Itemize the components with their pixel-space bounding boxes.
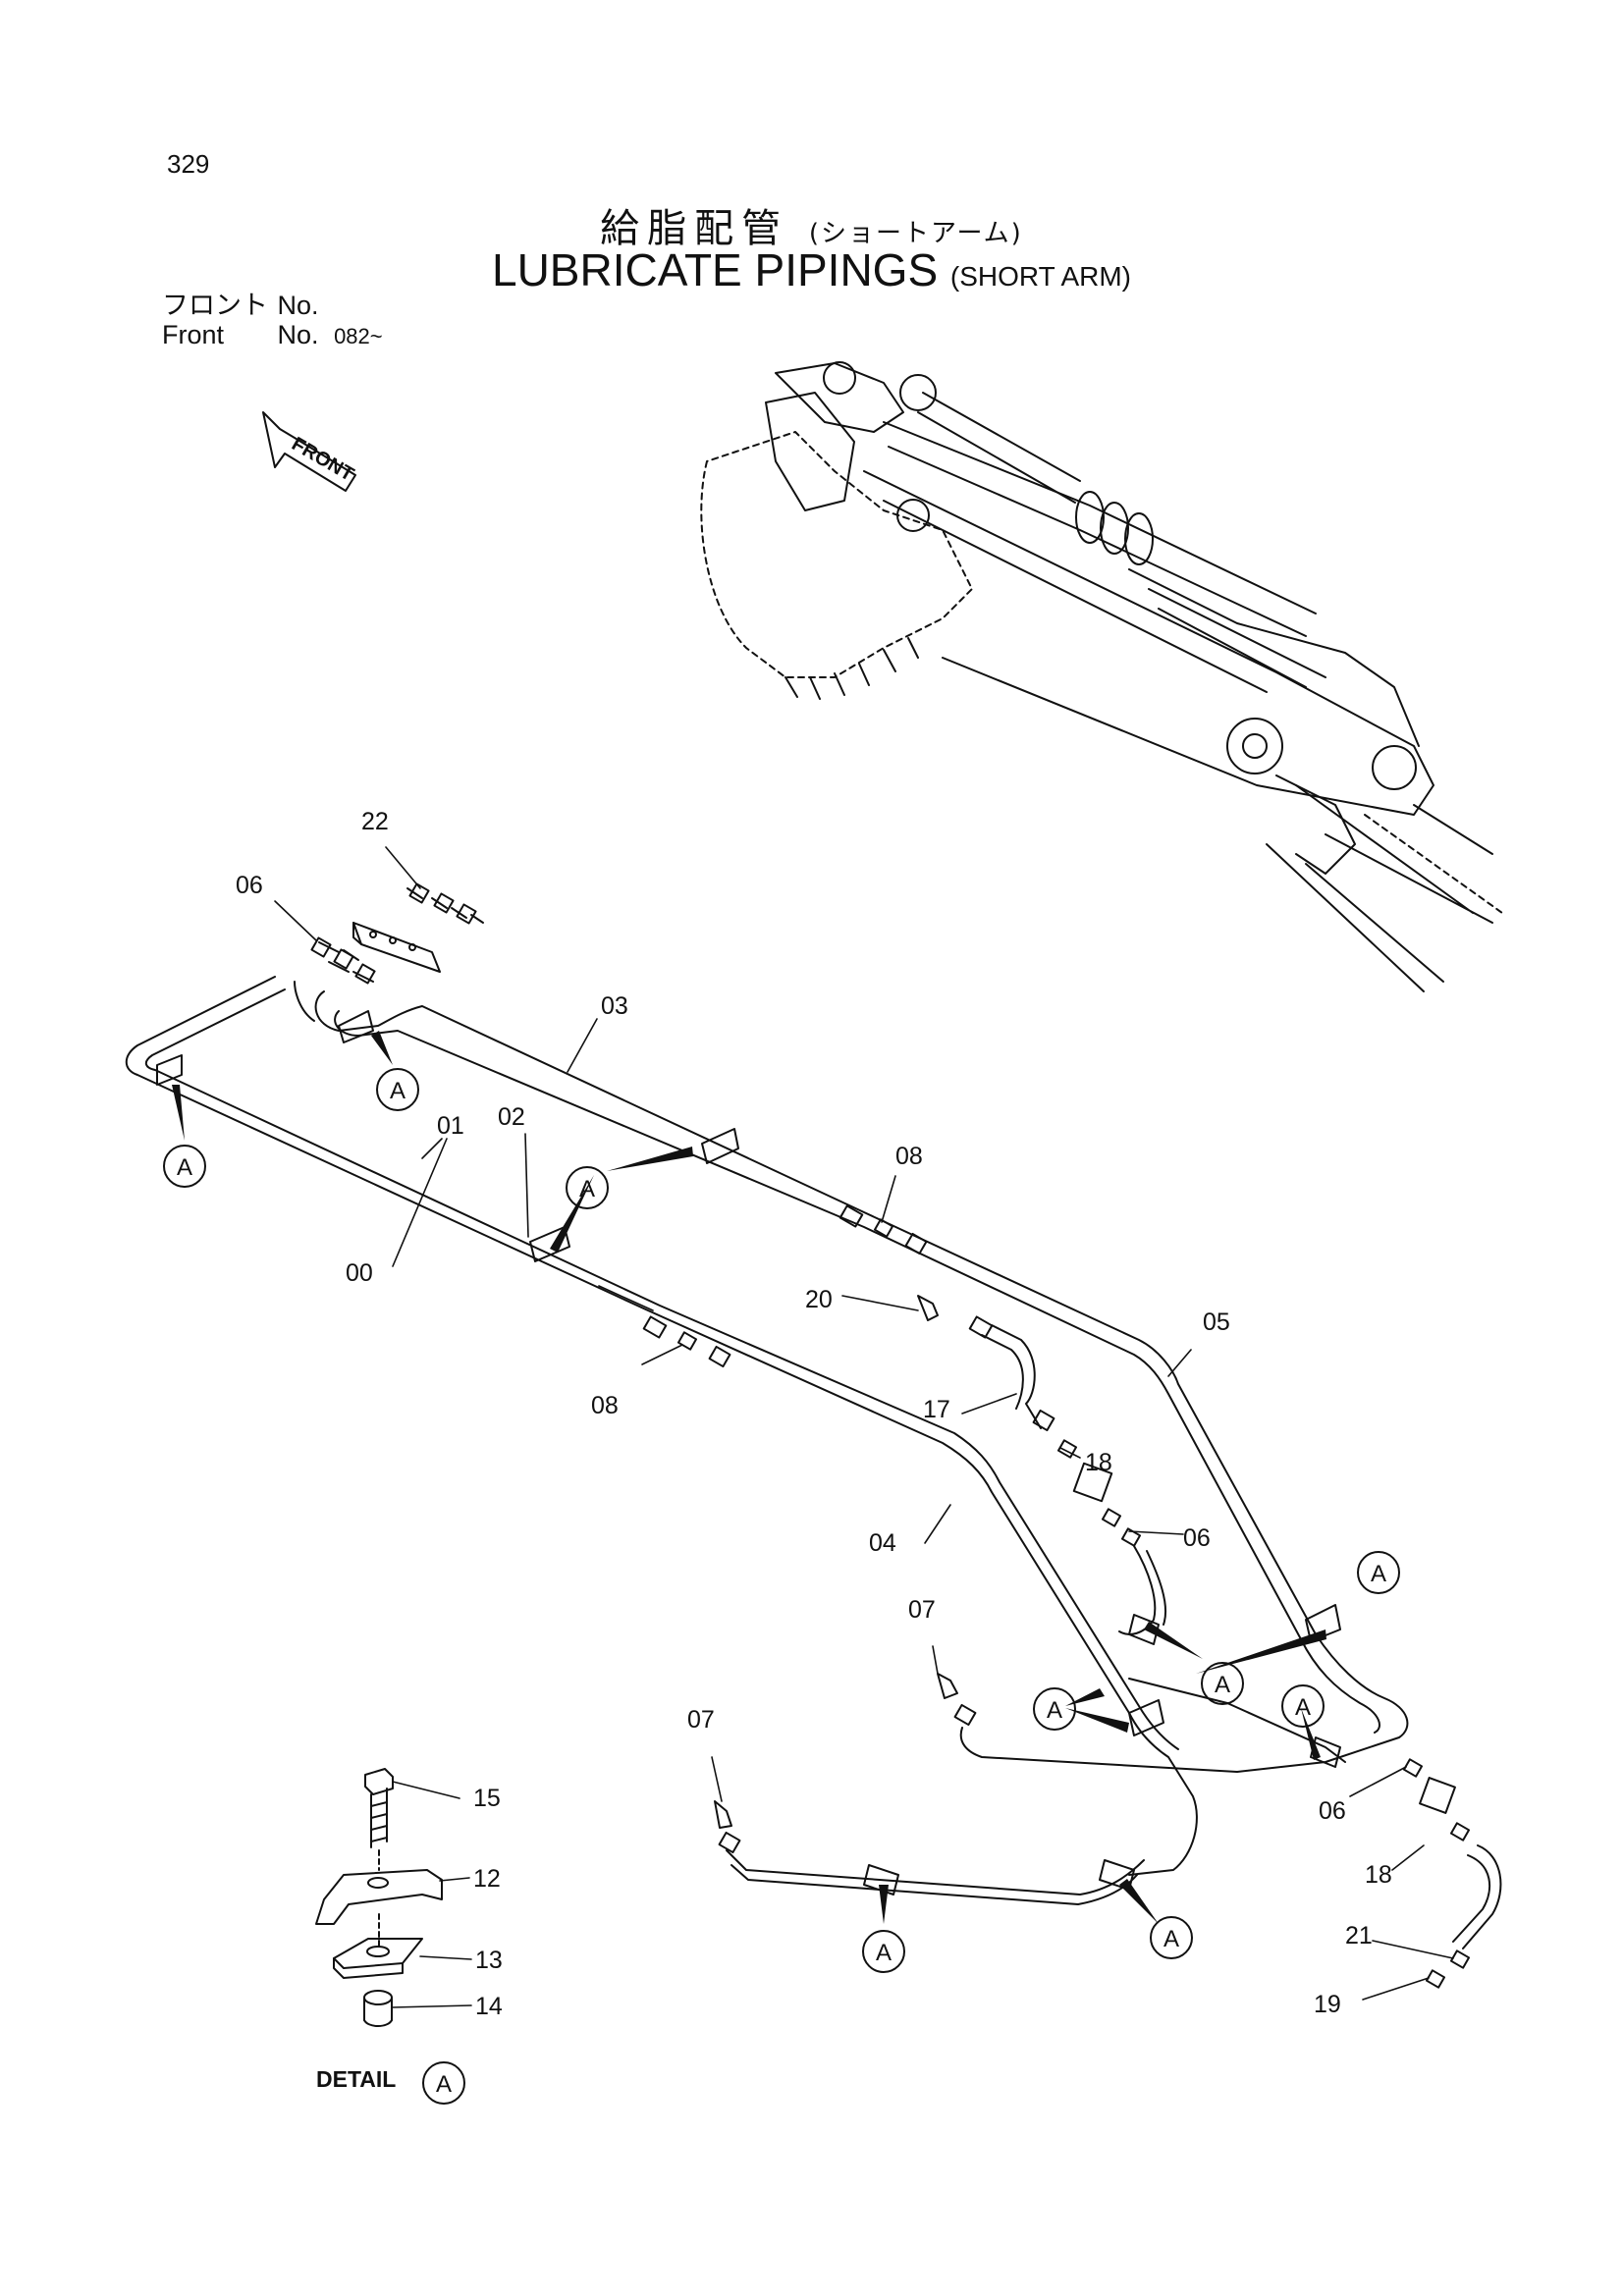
- part-label: 06: [1319, 1797, 1346, 1825]
- part-label: 22: [361, 808, 389, 835]
- part-label: 21: [1345, 1922, 1373, 1949]
- callout-a: [566, 1166, 609, 1209]
- callout-a: [163, 1145, 206, 1188]
- part-number-labels: 22 06 03 02 01 00 08 08 20 17 18 06 05 0…: [236, 808, 1392, 2020]
- part-label: 03: [601, 992, 628, 1020]
- callout-a: [1033, 1687, 1076, 1731]
- callout-a: [862, 1930, 905, 1973]
- part-label: 05: [1203, 1308, 1230, 1336]
- part-label: 20: [805, 1286, 833, 1313]
- callout-letter: A: [177, 1154, 192, 1181]
- callout-letter: A: [876, 1940, 892, 1966]
- detail-label: DETAIL: [316, 2066, 397, 2092]
- callout-letter: A: [1295, 1694, 1311, 1721]
- front-direction-arrow-icon: FRONT: [262, 411, 357, 492]
- title-jp-suffix: (ショートアーム): [808, 219, 1023, 248]
- title-japanese: 給脂配管 (ショートアーム): [0, 196, 1623, 253]
- part-label: 07: [908, 1596, 936, 1624]
- title-en-suffix: (SHORT ARM): [949, 261, 1131, 292]
- detail-ref-letter: A: [436, 2071, 452, 2098]
- pipe-clamps: [156, 1010, 1341, 1896]
- part-label: 06: [1183, 1524, 1211, 1552]
- callout-letter: A: [1163, 1926, 1179, 1952]
- excavator-arm-overview: [700, 361, 1503, 992]
- front-label-en: Front: [162, 320, 225, 349]
- part-label: 12: [473, 1865, 501, 1893]
- front-number-value: 082~: [334, 324, 383, 348]
- callout-a: [376, 1068, 419, 1111]
- title-english: LUBRICATE PIPINGS (SHORT ARM): [0, 243, 1623, 296]
- part-label: 07: [687, 1706, 715, 1734]
- part-label: 15: [473, 1785, 501, 1812]
- callout-a: [1150, 1916, 1193, 1959]
- pipe-fittings: [642, 1204, 1471, 1989]
- part-label: 06: [236, 872, 263, 899]
- title-jp-main: 給脂配管: [600, 206, 789, 251]
- callout-letter: A: [1215, 1672, 1230, 1698]
- title-en-main: LUBRICATE PIPINGS: [491, 244, 939, 295]
- part-label: 18: [1085, 1449, 1112, 1476]
- part-label: 17: [923, 1396, 950, 1423]
- callout-a: [422, 2061, 465, 2105]
- callout-pointers: [172, 1031, 1326, 1924]
- callout-letter: A: [390, 1078, 406, 1104]
- no-label: No.: [277, 291, 319, 320]
- front-number-block: フロント No. Front No. 082~: [162, 291, 383, 351]
- callout-letter: A: [579, 1176, 595, 1202]
- part-label: 19: [1314, 1991, 1341, 2018]
- front-label-jp: フロント: [162, 291, 268, 320]
- page-number: 329: [167, 149, 210, 179]
- part-label: 13: [475, 1947, 503, 1974]
- callout-letter: A: [1371, 1561, 1386, 1587]
- part-label: 08: [895, 1143, 923, 1170]
- callout-letter: A: [1047, 1697, 1062, 1724]
- fitting-block-assembly: [310, 882, 484, 985]
- part-label: 01: [437, 1112, 464, 1140]
- lubricate-pipes: [125, 976, 1502, 1949]
- callout-a: [1357, 1551, 1400, 1594]
- leader-lines: [274, 846, 1454, 2008]
- part-label: 18: [1365, 1861, 1392, 1889]
- part-label: 04: [869, 1529, 896, 1557]
- no-label-2: No.: [277, 320, 319, 349]
- part-label: 00: [346, 1259, 373, 1287]
- callout-a: [1281, 1684, 1325, 1728]
- callout-letters: A A A A A A A A A A: [177, 1078, 1386, 2098]
- callout-a: [1201, 1662, 1244, 1705]
- part-label: 14: [475, 1993, 503, 2020]
- callout-circles: [163, 1068, 1400, 2105]
- part-label: 02: [498, 1103, 525, 1131]
- part-label: 08: [591, 1392, 619, 1419]
- detail-a-exploded-view: [315, 1768, 443, 2027]
